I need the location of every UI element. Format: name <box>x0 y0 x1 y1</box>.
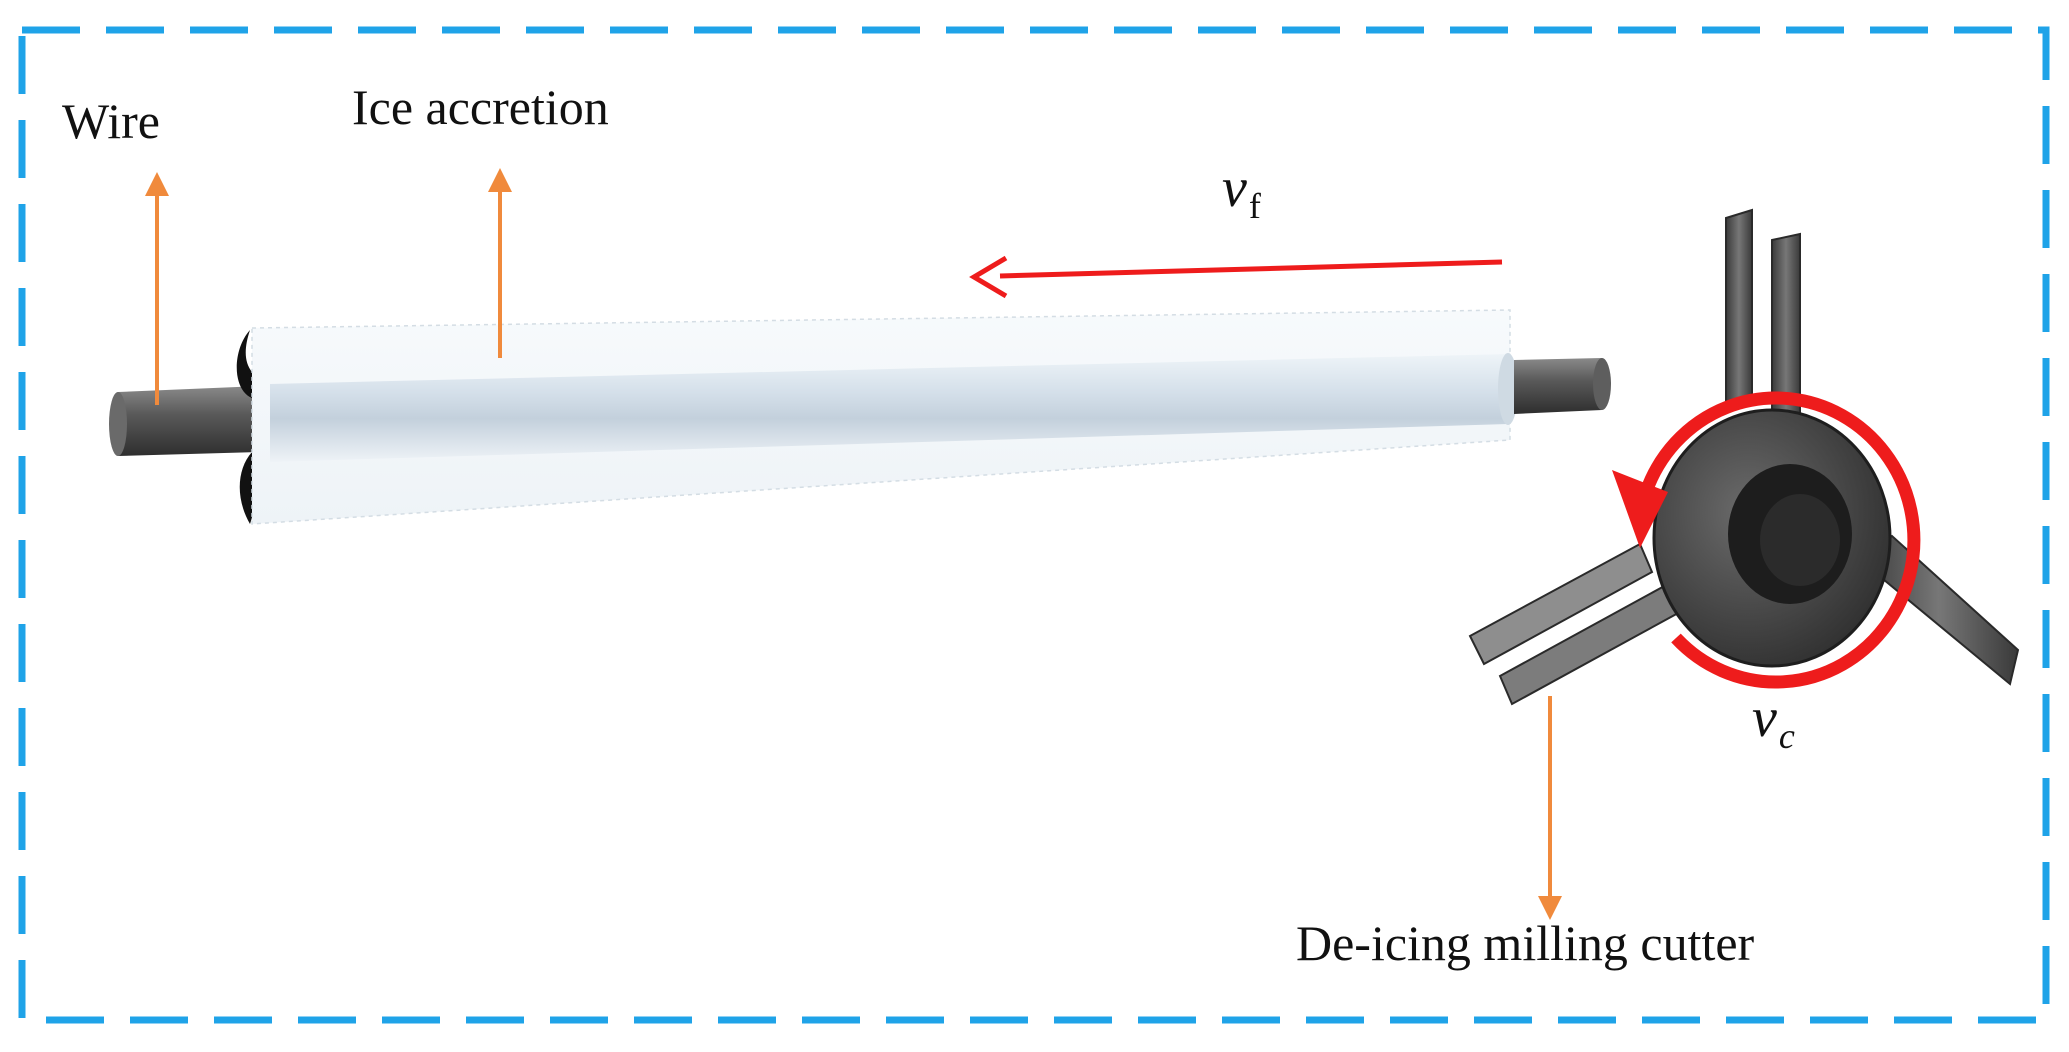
cutter-hub-bore-shade <box>1760 494 1840 586</box>
ice-accretion-label: Ice accretion <box>352 79 609 135</box>
feed-velocity-subscript: f <box>1248 186 1261 226</box>
feed-velocity-label: vf <box>1222 157 1261 224</box>
cutter-blade-left-1 <box>1468 542 1654 666</box>
cutter-blade-top-1 <box>1725 208 1753 412</box>
cutter-label: De-icing milling cutter <box>1296 915 1755 971</box>
dashed-frame <box>18 26 2050 1024</box>
cutting-velocity-label: vc <box>1752 687 1795 754</box>
ice-left-rim <box>236 330 252 398</box>
cutting-velocity-subscript: c <box>1778 716 1795 756</box>
cutting-velocity-arrow <box>1612 391 1921 689</box>
wire-right-end <box>1514 358 1611 414</box>
cutting-velocity-symbol: v <box>1752 687 1777 749</box>
wire-left-end <box>109 386 260 456</box>
ice-right-face <box>1498 353 1518 425</box>
ice-accretion <box>270 354 1508 462</box>
wire-label: Wire <box>62 93 160 149</box>
feed-velocity-symbol: v <box>1222 157 1247 219</box>
milling-cutter <box>1468 208 2020 706</box>
feed-velocity-arrow <box>969 255 1503 299</box>
